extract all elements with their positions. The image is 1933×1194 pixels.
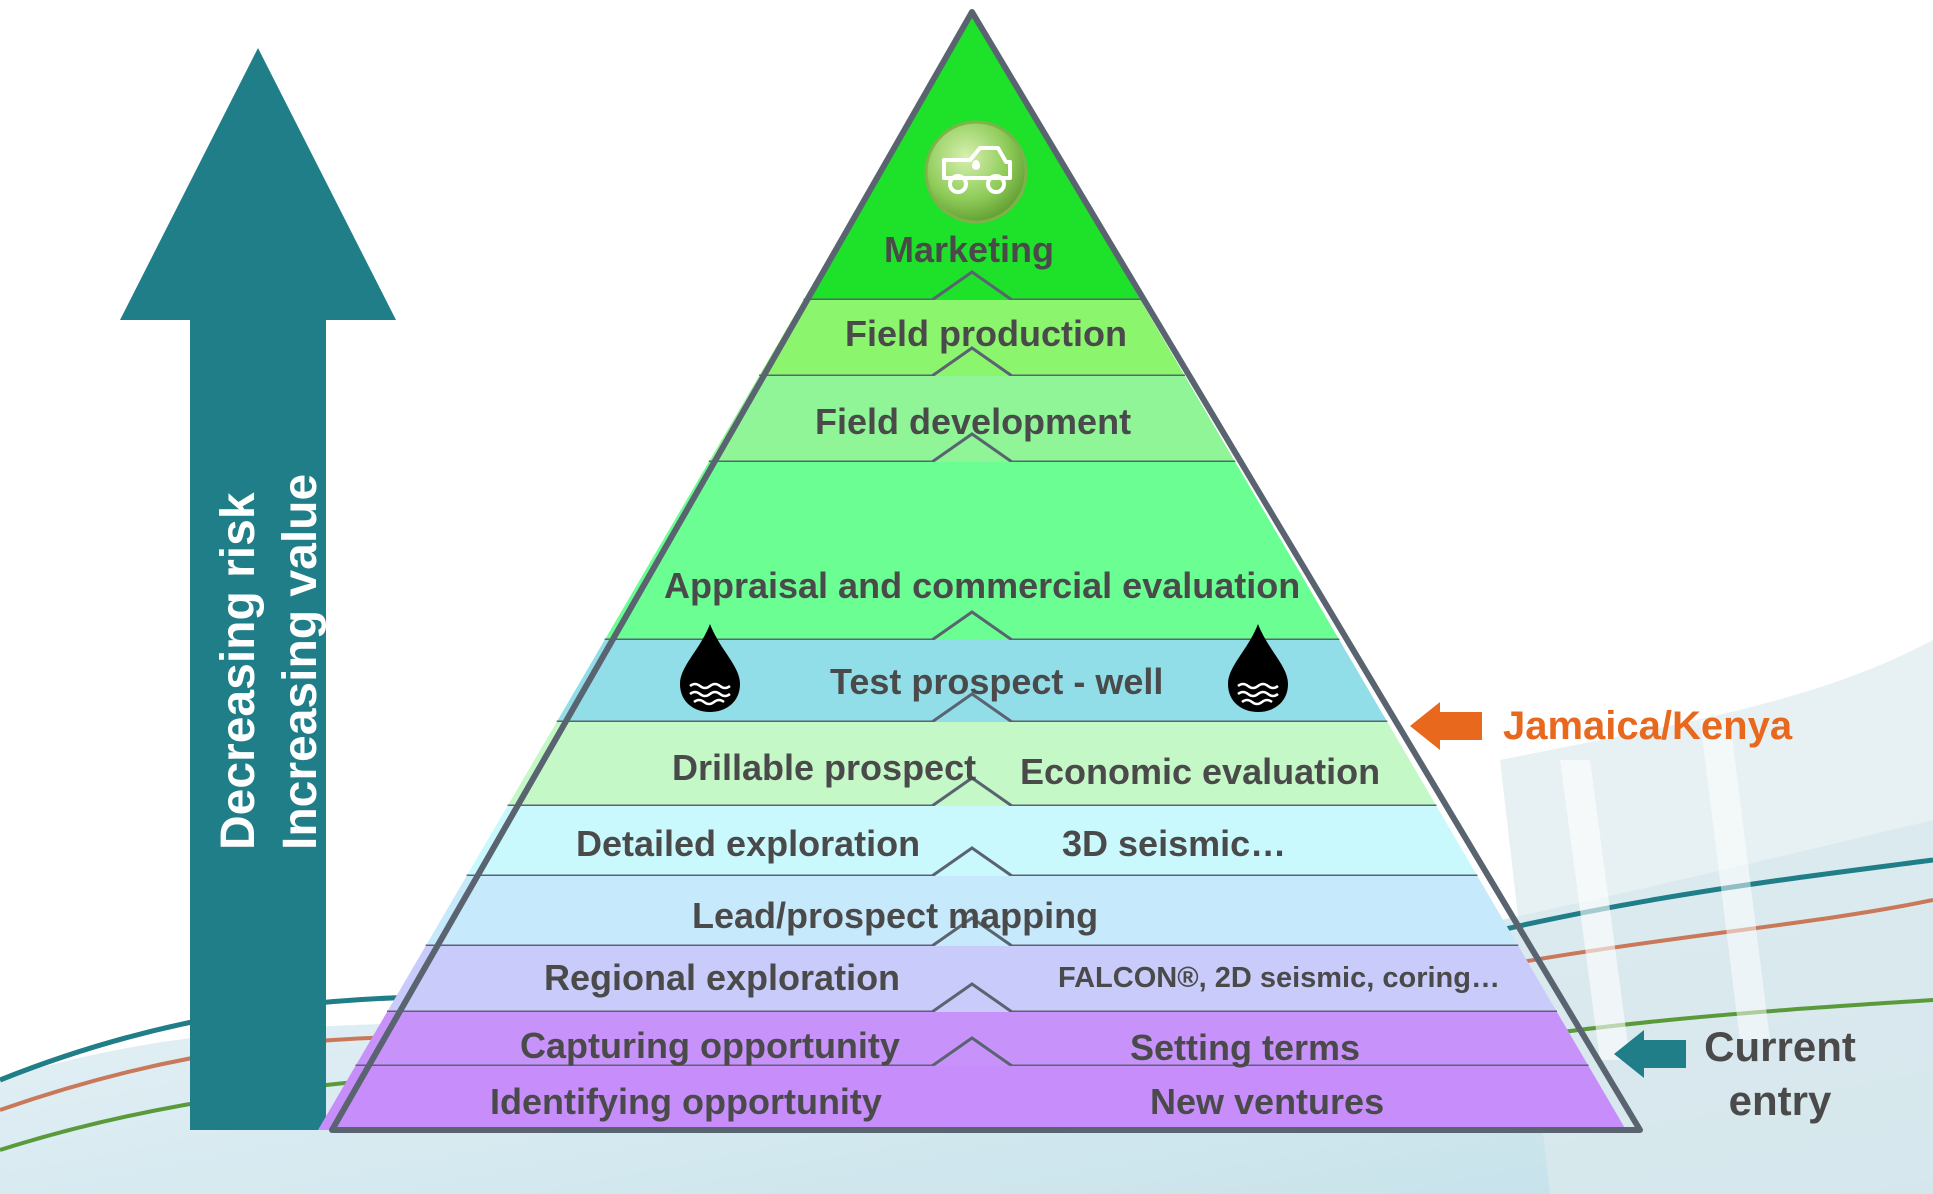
side-arrow-line1: Decreasing risk: [212, 492, 265, 850]
pyramid-layer: [507, 722, 1437, 806]
current-entry-label: Current entry: [1690, 1020, 1870, 1128]
layer-label-lead-prospect-mapping: Lead/prospect mapping: [692, 895, 1099, 936]
layer-label-field-production: Field production: [845, 313, 1127, 354]
risk-value-arrow: [120, 48, 396, 1130]
current-entry-line1: Current: [1704, 1023, 1856, 1070]
layer-label-field-development: Field development: [815, 401, 1132, 442]
oil-drop-icon: [1228, 624, 1288, 712]
truck-icon: [924, 120, 1028, 224]
layer-label-appraisal: Appraisal and commercial evaluation: [664, 565, 1301, 606]
current-entry-arrow: [1614, 1030, 1686, 1078]
side-arrow-line2: Increasing value: [274, 473, 327, 850]
jamaica-kenya-arrow: [1410, 702, 1482, 750]
layer-label-setting-terms: Setting terms: [1130, 1027, 1361, 1068]
pyramid-layer: [759, 300, 1185, 376]
pyramid-layer: [318, 1066, 1626, 1130]
side-arrow-text: Decreasing risk Increasing value: [208, 474, 332, 850]
pyramid-layer: [387, 946, 1557, 1012]
pyramid-outline: [329, 9, 1643, 1133]
layer-label-new-ventures: New ventures: [1150, 1081, 1385, 1122]
layer-label-detailed-exploration: Detailed exploration: [576, 823, 921, 864]
current-entry-line2: entry: [1728, 1077, 1832, 1124]
layer-label-test-prospect: Test prospect - well: [830, 661, 1164, 702]
oil-drop-icon: [680, 624, 740, 712]
pyramid-layer: [466, 806, 1478, 876]
layer-label-marketing: Marketing: [884, 229, 1055, 270]
pyramid-layer: [556, 640, 1388, 722]
layer-label-regional-exploration: Regional exploration: [544, 957, 901, 998]
layer-label-identifying-opportunity: Identifying opportunity: [490, 1081, 882, 1122]
pyramid-layer: [708, 376, 1236, 462]
layer-label-drillable-prospect: Drillable prospect: [672, 747, 977, 788]
layer-label-falcon: FALCON®, 2D seismic, coring…: [1058, 962, 1500, 994]
pyramid-layer: [604, 462, 1340, 640]
layer-label-capturing-opportunity: Capturing opportunity: [520, 1025, 900, 1066]
jamaica-kenya-label: Jamaica/Kenya: [1503, 704, 1793, 748]
pyramid-layers: [318, 12, 1626, 1130]
layer-label-3d-seismic: 3D seismic…: [1062, 823, 1287, 864]
pyramid-layer: [425, 876, 1519, 946]
layer-label-economic-evaluation: Economic evaluation: [1020, 751, 1381, 792]
